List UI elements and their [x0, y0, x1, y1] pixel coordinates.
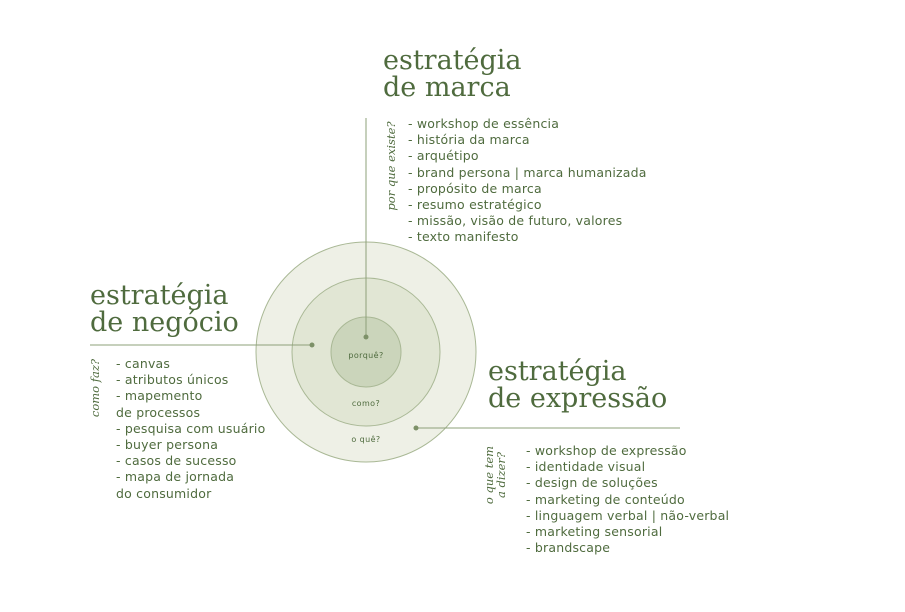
list-item: de processos [116, 404, 201, 420]
expressao-list: - workshop de expressão - identidade vis… [526, 443, 729, 556]
ring-label-como: como? [352, 399, 380, 408]
marca-title-line2: de marca [383, 72, 511, 103]
expressao-title-line1: estratégia [488, 356, 627, 387]
expressao-title: estratégia de expressão [488, 358, 667, 412]
negocio-list: - canvas - atributos únicos - mapemento … [116, 356, 265, 502]
marca-list: - workshop de essência - história da mar… [408, 116, 647, 246]
negocio-title-line2: de negócio [90, 307, 239, 338]
negocio-title-line1: estratégia [90, 280, 229, 311]
ring-label-porque: porquê? [348, 350, 383, 360]
list-item: - propósito de marca [408, 180, 542, 196]
list-item: - brandscape [526, 540, 611, 556]
negocio-title: estratégia de negócio [90, 282, 239, 336]
list-item: - marketing de conteúdo [526, 491, 685, 507]
negocio-question: como faz? [88, 358, 102, 418]
connector-dot-marca [363, 334, 369, 340]
ring-label-o-que: o quê? [351, 434, 380, 444]
expressao-title-line2: de expressão [488, 383, 668, 414]
list-item: - texto manifesto [408, 229, 519, 245]
list-item: - workshop de expressão [526, 443, 687, 458]
expressao-question: o que tem a dizer? [482, 440, 509, 510]
list-item: - marketing sensorial [526, 524, 663, 540]
marca-question: por que existe? [384, 121, 398, 211]
marca-title-line1: estratégia [383, 45, 522, 76]
list-item: - canvas [116, 356, 171, 371]
list-item: - resumo estratégico [408, 197, 542, 213]
list-item: - design de soluções [526, 475, 658, 491]
list-item: - atributos únicos [116, 372, 229, 388]
connector-dot-negocio [309, 342, 315, 348]
list-item: - brand persona | marca humanizada [408, 164, 647, 180]
list-item: - mapa de jornada [116, 469, 235, 485]
marca-title: estratégia de marca [383, 47, 522, 101]
list-item: - pesquisa com usuário [116, 420, 266, 436]
list-item: - workshop de essência [408, 116, 560, 131]
list-item: - linguagem verbal | não-verbal [526, 507, 730, 523]
list-item: - mapemento [116, 388, 203, 404]
list-item: do consumidor [116, 485, 212, 501]
list-item: - casos de sucesso [116, 453, 237, 469]
expressao-question-line2: a dizer? [494, 451, 508, 499]
list-item: - missão, visão de futuro, valores [408, 213, 623, 229]
list-item: - identidade visual [526, 459, 646, 475]
connector-dot-expressao [413, 425, 419, 431]
list-item: - arquétipo [408, 148, 479, 164]
list-item: - história da marca [408, 132, 530, 148]
list-item: - buyer persona [116, 437, 219, 453]
